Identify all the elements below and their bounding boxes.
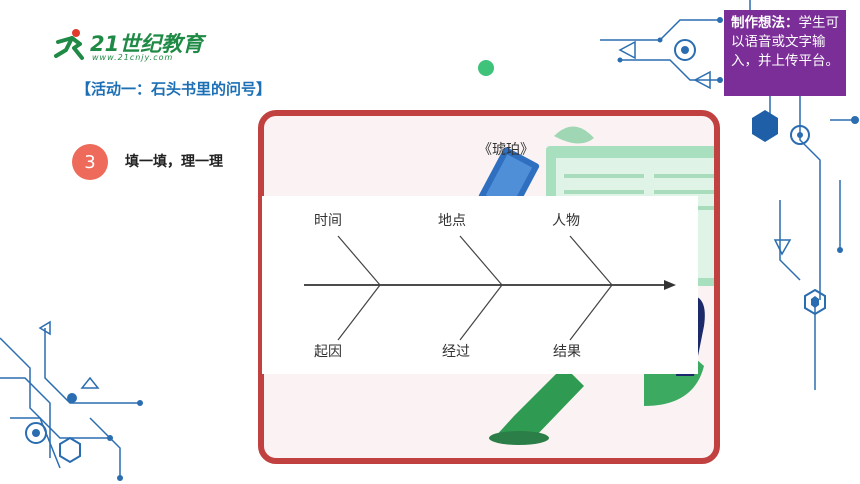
bone-top-3 (569, 235, 613, 286)
book-title: 《琥珀》 (478, 142, 534, 158)
activity-title: 【活动一：石头书里的问号】 (76, 80, 272, 98)
note-body: 学生可以语音或文字输入，并上传平台。 (731, 15, 839, 69)
fishbone-arrowhead (664, 280, 676, 290)
runner-logo-icon (54, 29, 84, 60)
bone-bottom-3 (569, 284, 613, 341)
step-number-badge: 3 (72, 144, 108, 180)
label-characters: 人物 (552, 213, 580, 229)
fishbone-diagram (304, 235, 676, 341)
circuit-decoration-right (600, 0, 859, 390)
bone-top-1 (337, 235, 381, 286)
label-result: 结果 (553, 344, 581, 360)
label-place: 地点 (438, 213, 466, 229)
bone-bottom-2 (459, 284, 503, 341)
logo-text: 21世纪教育 (90, 32, 204, 56)
note-title: 制作想法： (731, 15, 799, 31)
label-process: 经过 (442, 344, 470, 360)
label-cause: 起因 (314, 344, 342, 360)
label-time: 时间 (314, 213, 342, 229)
design-note-box: 制作想法：学生可以语音或文字输入，并上传平台。 (724, 10, 846, 96)
circuit-decoration-left (0, 320, 143, 481)
logo-subtext: www.21cnjy.com (92, 53, 174, 62)
step-label: 填一填，理一理 (125, 154, 223, 170)
logo: 21世纪教育 www.21cnjy.com (52, 26, 203, 66)
green-dot-decoration (478, 60, 494, 76)
bone-bottom-1 (337, 284, 381, 341)
bone-top-2 (459, 235, 503, 286)
